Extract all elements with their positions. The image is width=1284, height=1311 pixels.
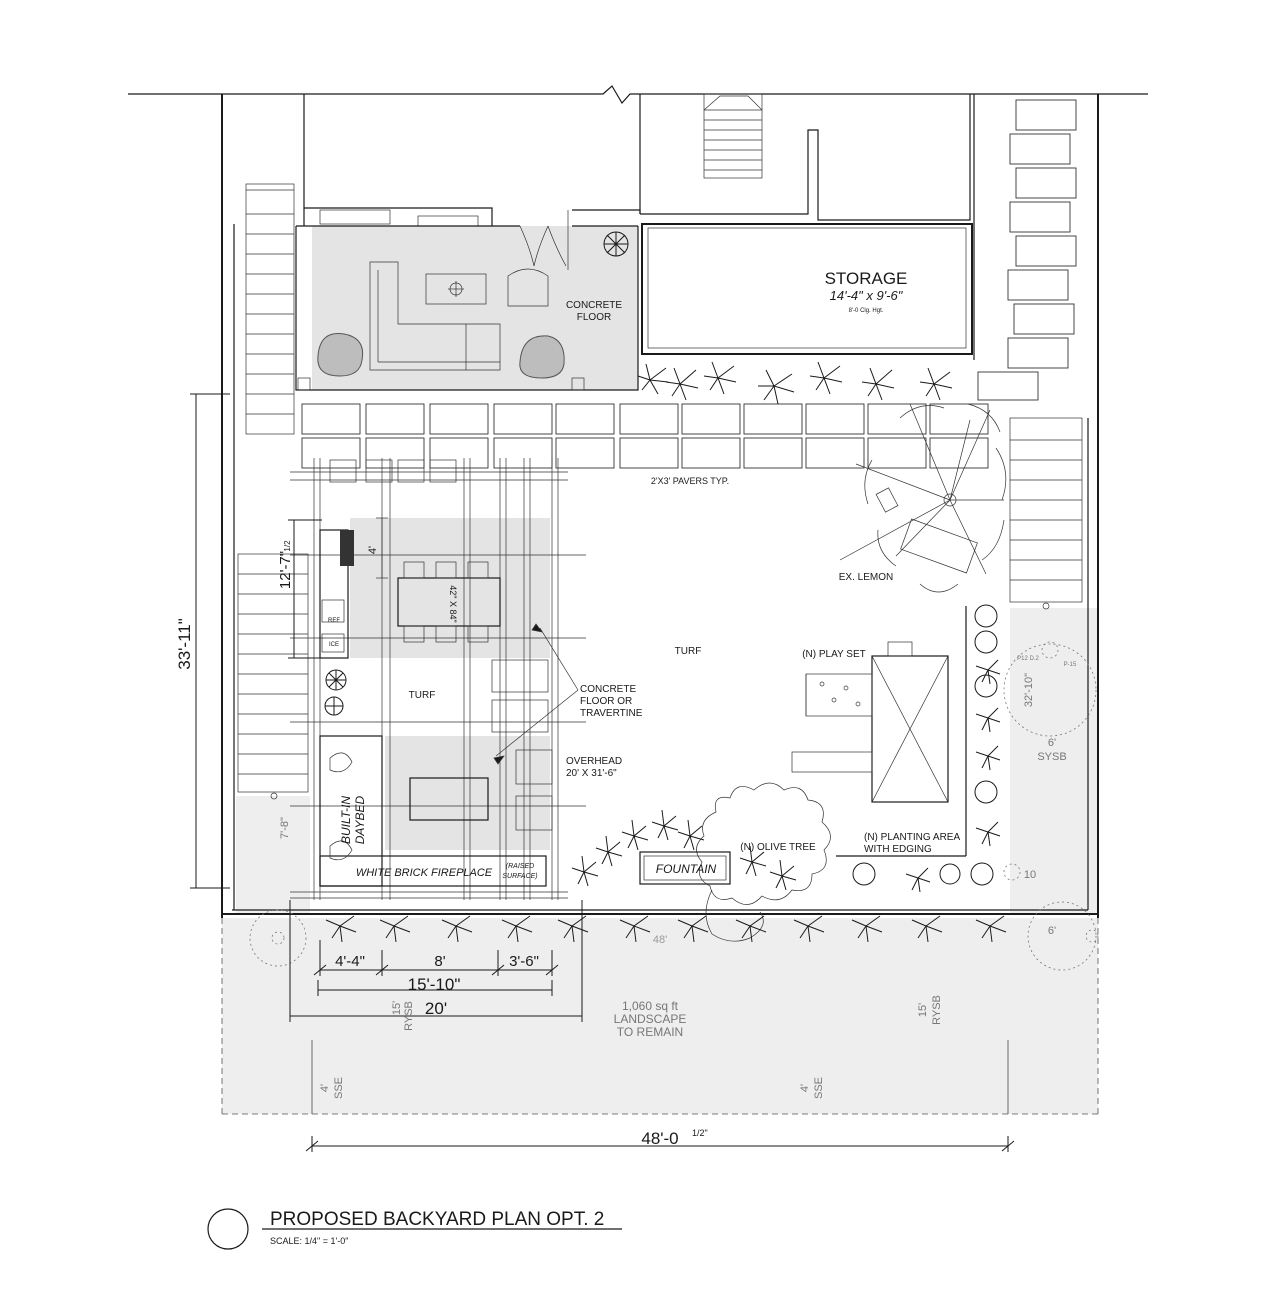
planting-strip-right <box>836 604 1001 893</box>
p15-label: P-15 <box>1064 662 1077 668</box>
storage-ceiling: 8'-0 Clg. Hgt. <box>849 308 884 314</box>
sse-mid-label: SSE <box>813 1077 825 1099</box>
fireplace-label: WHITE BRICK FIREPLACE <box>356 867 493 879</box>
overhead-dims: 20' X 31'-6" <box>566 768 617 779</box>
sse-left-label: SSE <box>333 1077 345 1099</box>
planting-row-bottom <box>325 915 1007 943</box>
title-block <box>207 1208 622 1250</box>
lemon-tree <box>839 403 1007 593</box>
storage-dims: 14'-4" x 9'-6" <box>830 288 904 303</box>
bar-counter <box>319 459 457 659</box>
storage-label: STORAGE <box>825 269 908 288</box>
ice-label: ICE <box>329 642 339 648</box>
pavers-label: 2'X3' PAVERS TYP. <box>651 476 729 486</box>
daybed-label: DAYBED <box>353 795 367 844</box>
sysb-dim: 6' <box>1048 737 1056 749</box>
lounge-area <box>319 659 553 887</box>
landscape-sqft: 1,060 sq ft <box>622 999 679 1013</box>
play-set-label: (N) PLAY SET <box>802 649 866 660</box>
counter-dim: 12'-7" <box>277 551 294 589</box>
house-rooms <box>303 93 975 360</box>
rysb-right-dim: 15' <box>917 1003 929 1017</box>
planting-row-top <box>637 361 953 405</box>
p12-label: P12 D.2 <box>1017 656 1039 662</box>
olive-tree-fountain <box>571 782 831 942</box>
seg-c-dim: 3'-6" <box>509 953 539 970</box>
rysb-left-dim: 15' <box>391 1001 403 1015</box>
patio-room <box>295 210 639 391</box>
stepping-stones <box>977 99 1077 401</box>
concrete-travertine-label: CONCRETE <box>580 684 636 695</box>
four-ft-dim: 4' <box>367 546 379 554</box>
rysb-left-label: RYSB <box>403 1001 415 1031</box>
light-48-label: 48' <box>653 934 667 946</box>
turf-main-label: TURF <box>675 646 702 657</box>
overhead-label: OVERHEAD <box>566 756 622 767</box>
concrete-floor-label: CONCRETE <box>566 300 622 311</box>
ref-label: REF <box>328 618 340 624</box>
landscape-label: LANDSCAPE <box>614 1012 687 1026</box>
turf-left-label: TURF <box>409 690 436 701</box>
planting-area-label-2: WITH EDGING <box>864 844 932 855</box>
seg-b-dim: 8' <box>434 953 445 970</box>
overall-a-dim: 15'-10" <box>408 975 461 994</box>
concrete-floor-label-2: FLOOR <box>577 312 611 323</box>
builtin-label: BUILT-IN <box>339 796 353 844</box>
overall-b-dim: 20' <box>425 999 447 1018</box>
dining-table <box>397 561 501 643</box>
play-set <box>791 641 949 803</box>
raised-surface-label: (RAISED <box>506 863 534 870</box>
table-size-label: 42" X 84" <box>448 585 458 622</box>
planting-area-label: (N) PLANTING AREA <box>864 832 960 843</box>
dimension-lines <box>190 393 1015 1152</box>
sse-left-dim: 4' <box>319 1084 331 1092</box>
sysb-label: SYSB <box>1037 751 1066 763</box>
width-dim-frac: 1/2" <box>692 1128 708 1138</box>
drawing-scale: SCALE: 1/4" = 1'-0" <box>270 1236 348 1246</box>
concrete-travertine-label-3: TRAVERTINE <box>580 708 643 719</box>
landscape-remain: TO REMAIN <box>617 1025 683 1039</box>
leader-lines <box>376 517 579 765</box>
p10-label: 10 <box>1024 869 1036 881</box>
depth-right-dim: 32'-10" <box>1023 673 1035 707</box>
sse-mid-dim: 4' <box>799 1084 811 1092</box>
left-setback-dim: 7'-8" <box>279 817 291 839</box>
counter-dim-frac: 1/2 <box>283 540 292 552</box>
depth-dim: 33'-11" <box>175 618 194 670</box>
width-dim: 48'-0 <box>641 1129 678 1148</box>
stairs <box>237 183 1083 800</box>
raised-surface-label-2: SURFACE) <box>502 873 537 880</box>
storage-room <box>641 223 973 355</box>
concrete-travertine-label-2: FLOOR OR <box>580 696 632 707</box>
olive-tree-label: (N) OLIVE TREE <box>740 842 816 853</box>
shaded-areas <box>222 226 1098 1114</box>
pavers-grid <box>301 403 989 469</box>
drawing-title: PROPOSED BACKYARD PLAN OPT. 2 <box>270 1209 604 1230</box>
fountain-label: FOUNTAIN <box>656 862 717 876</box>
offsite-trees <box>249 641 1099 971</box>
six-ft-right: 6' <box>1048 925 1056 937</box>
seg-a-dim: 4'-4" <box>335 953 365 970</box>
ex-lemon-label: EX. LEMON <box>839 572 893 583</box>
rysb-right-label: RYSB <box>931 995 943 1025</box>
